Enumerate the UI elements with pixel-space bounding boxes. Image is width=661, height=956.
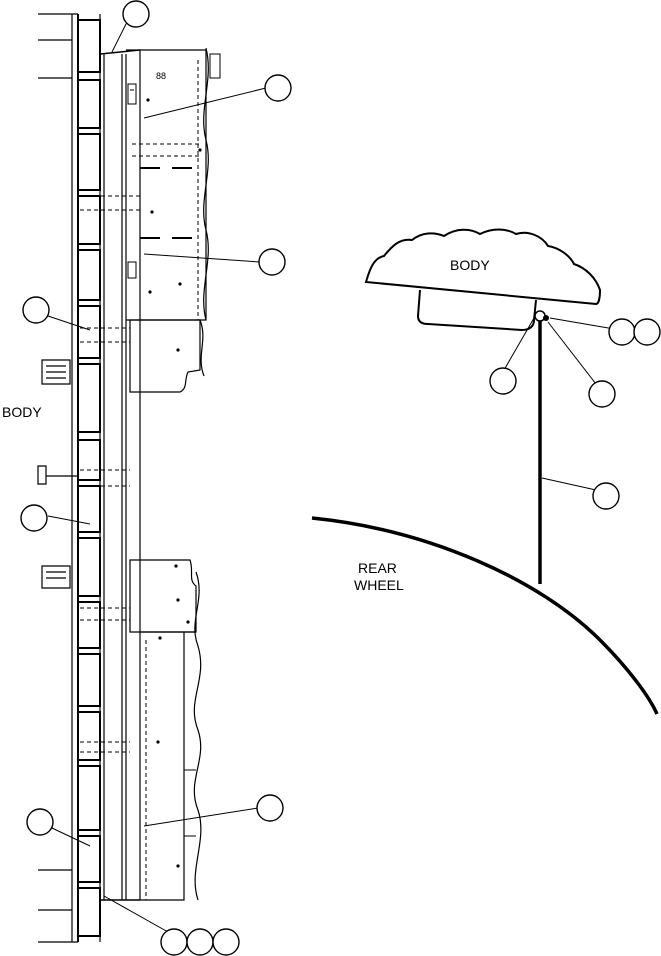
upper-flap-bracket: 88	[126, 47, 221, 900]
mount-bracket	[416, 289, 537, 332]
callout-circle	[258, 248, 286, 276]
callout-circle	[186, 928, 214, 956]
callout-circle	[20, 504, 48, 532]
plate-number: 88	[156, 71, 166, 81]
callout-circle	[633, 318, 661, 346]
flap-rod	[534, 310, 549, 584]
callout-circle	[256, 794, 284, 822]
callout-circle	[122, 0, 150, 28]
rear-wheel	[311, 516, 659, 715]
callout-circle	[26, 808, 54, 836]
rear-wheel-label-line2: WHEEL	[354, 577, 404, 593]
callouts	[20, 0, 661, 956]
callout-circle	[212, 928, 240, 956]
body-side-rail	[37, 13, 141, 943]
rear-wheel-label-line1: REAR	[358, 560, 397, 576]
callout-circle	[489, 367, 517, 395]
body-label-left: BODY	[2, 404, 42, 420]
body-cloud	[364, 228, 602, 306]
callout-circle	[588, 380, 616, 408]
lower-flap-bracket	[129, 559, 202, 901]
callout-circle	[608, 318, 636, 346]
callout-circle	[22, 296, 50, 324]
callout-circle	[592, 482, 620, 510]
body-label-right: BODY	[450, 257, 490, 273]
callout-circle	[264, 74, 292, 102]
callout-circle	[160, 928, 188, 956]
leader-lines	[47, 19, 621, 933]
